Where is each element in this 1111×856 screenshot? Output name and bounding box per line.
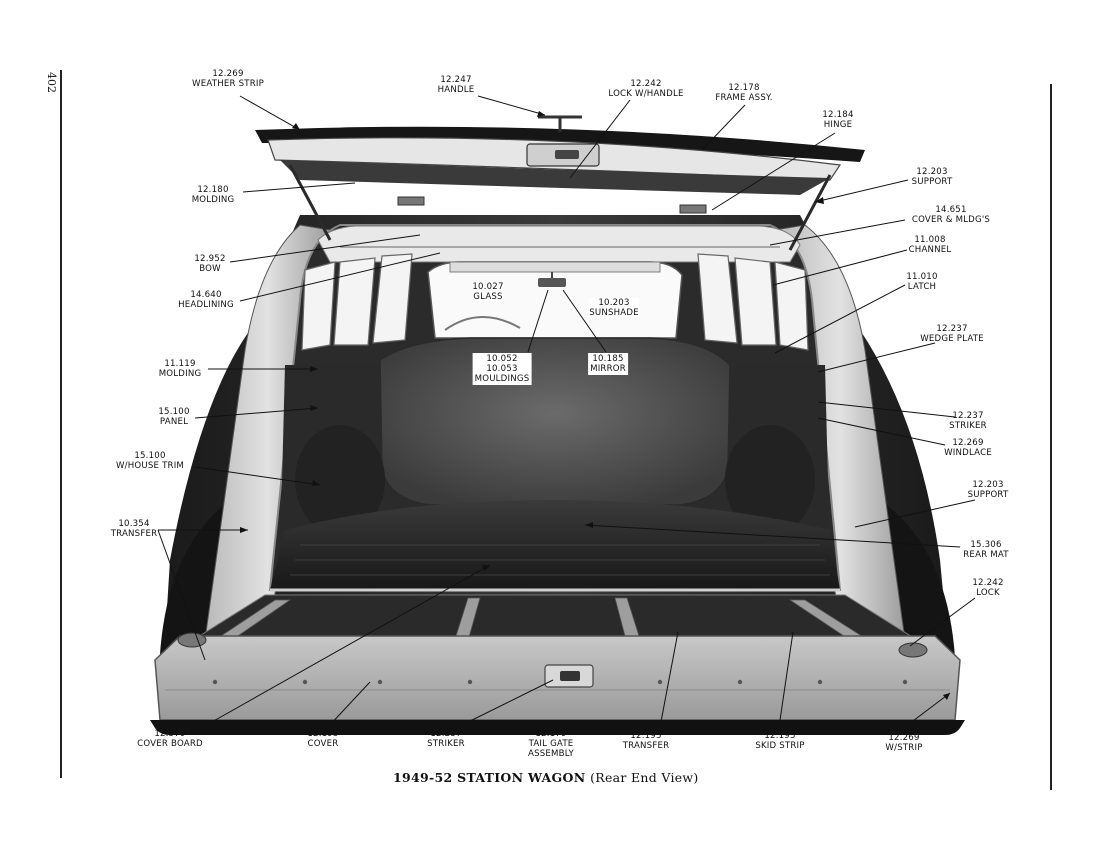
figure-caption: 1949-52 STATION WAGON (Rear End View) xyxy=(393,770,699,785)
left-margin-rule xyxy=(60,70,62,778)
right-margin-rule xyxy=(1050,84,1052,790)
